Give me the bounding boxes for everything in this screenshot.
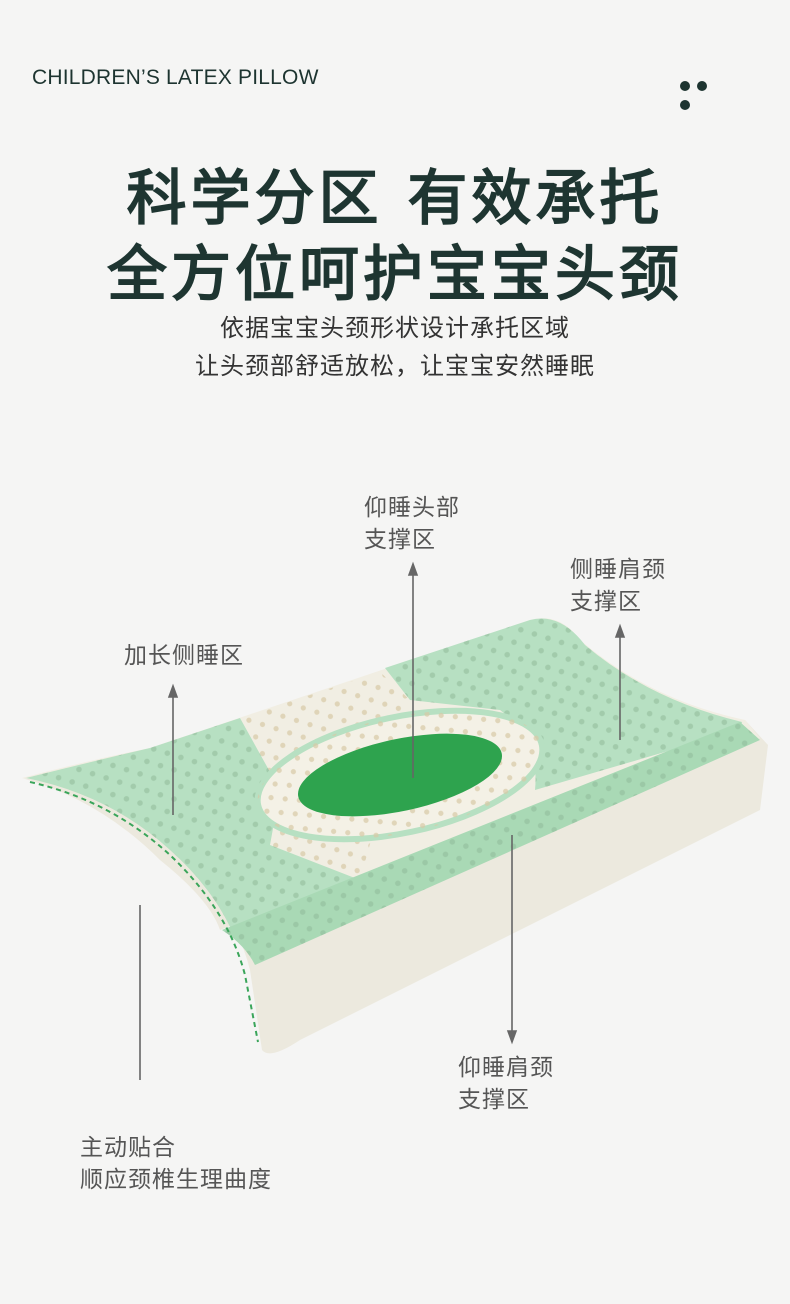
stitch-line — [29, 781, 259, 1043]
header-brand: CHILDREN’S LATEX PILLOW — [32, 66, 319, 89]
subtitle-line1: 依据宝宝头颈形状设计承托区域 — [220, 314, 570, 342]
callout-arrows — [139, 561, 626, 1080]
callout-long-side-line1: 加长侧睡区 — [124, 643, 244, 669]
zone-supine-head — [297, 733, 503, 817]
callout-supine-head-line2: 支撑区 — [364, 527, 436, 553]
callout-supine-head: 仰睡头部 支撑区 — [364, 492, 460, 556]
callout-fit: 主动贴合 顺应颈椎生理曲度 — [80, 1132, 272, 1196]
callout-supine-shoulder: 仰睡肩颈 支撑区 — [458, 1052, 554, 1116]
headline-line1: 科学分区 有效承托 — [126, 164, 664, 234]
callout-side-shoulder-line2: 支撑区 — [570, 589, 642, 615]
callout-long-side: 加长侧睡区 — [124, 640, 244, 672]
callout-side-shoulder-line1: 侧睡肩颈 — [570, 557, 666, 583]
callout-supine-shoulder-line2: 支撑区 — [458, 1087, 530, 1113]
subtitle-line2: 让头颈部舒适放松，让宝宝安然睡眠 — [195, 352, 595, 380]
callout-supine-head-line1: 仰睡头部 — [364, 495, 460, 521]
callout-fit-line2: 顺应颈椎生理曲度 — [80, 1167, 272, 1193]
latex-pillow-illustration — [22, 561, 768, 1080]
headline-line2: 全方位呵护宝宝头颈 — [107, 240, 683, 310]
callout-side-shoulder: 侧睡肩颈 支撑区 — [570, 554, 666, 618]
callout-fit-line1: 主动贴合 — [80, 1135, 176, 1161]
more-dots-icon[interactable] — [680, 76, 730, 110]
callout-supine-shoulder-line1: 仰睡肩颈 — [458, 1055, 554, 1081]
